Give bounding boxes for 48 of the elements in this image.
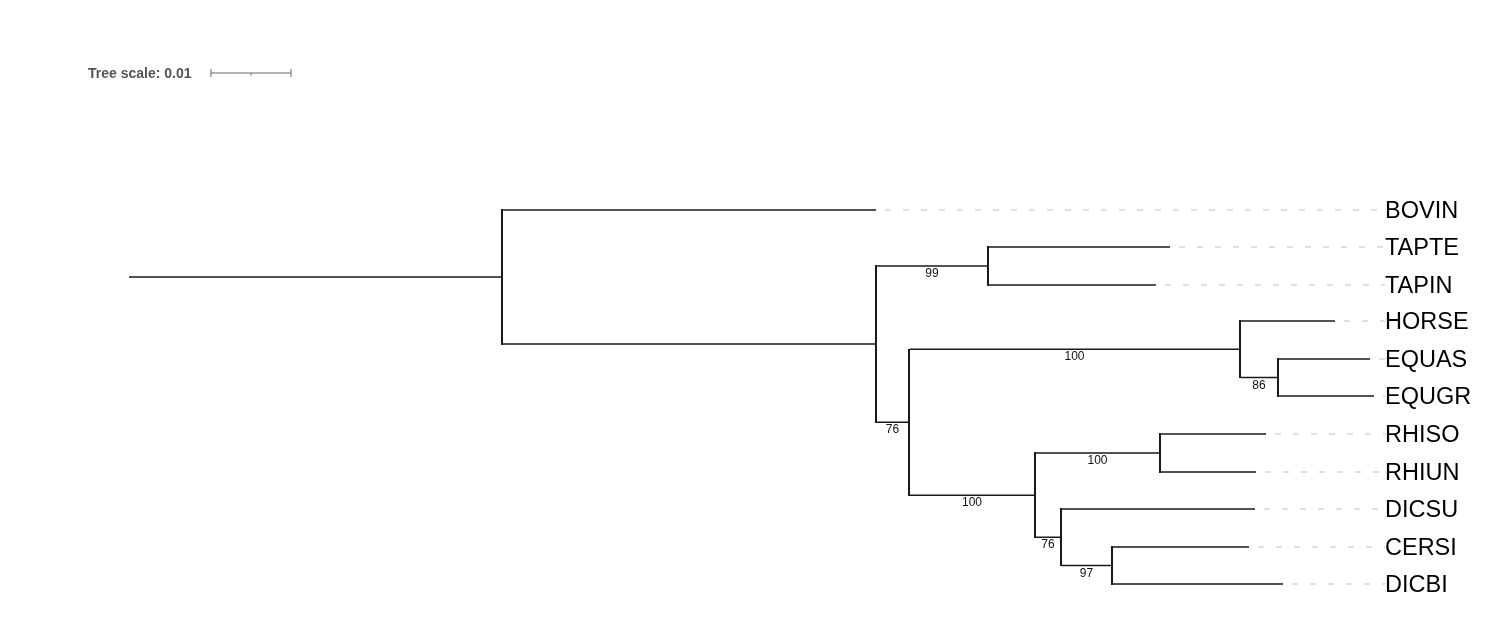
- bootstrap-value: 76: [1041, 538, 1055, 552]
- clade-line: [1060, 508, 1062, 567]
- tree-branch: [128, 276, 502, 278]
- clade-line: [908, 348, 910, 496]
- tree-branch: [1112, 546, 1386, 548]
- tree-branch: [1160, 433, 1386, 435]
- tree-branch: [1278, 358, 1386, 360]
- bootstrap-value: 86: [1252, 378, 1266, 392]
- tree-branch: [1240, 376, 1278, 379]
- clade-line: [501, 209, 503, 345]
- bootstrap-value: 76: [885, 423, 900, 437]
- taxon-label: DICSU: [1385, 496, 1459, 522]
- taxon-label: RHISO: [1385, 421, 1460, 447]
- tree-branch: [502, 343, 876, 345]
- bootstrap-value: 97: [1079, 566, 1094, 580]
- tree-branch: [1278, 395, 1386, 397]
- taxon-label: TAPTE: [1385, 234, 1459, 260]
- taxon-label: BOVIN: [1385, 197, 1459, 223]
- taxon-label: EQUAS: [1385, 346, 1468, 372]
- taxon-label: HORSE: [1385, 308, 1469, 334]
- tree-branch: [876, 421, 909, 423]
- clade-line: [1111, 546, 1113, 585]
- tree-branch: [988, 246, 1386, 248]
- clade-line: [875, 265, 877, 423]
- tree-branch: [1035, 536, 1061, 538]
- bootstrap-value: 99: [925, 267, 939, 280]
- tree-branch: [1112, 583, 1386, 585]
- clade-line: [987, 246, 989, 286]
- taxon-label: RHIUN: [1385, 459, 1460, 485]
- tree-branch: [909, 348, 1240, 350]
- tree-branch: [1240, 320, 1386, 322]
- clade-line: [1159, 433, 1161, 473]
- bootstrap-value: 100: [1087, 454, 1108, 467]
- taxon-label: DICBI: [1385, 571, 1448, 597]
- bootstrap-value: 100: [962, 496, 982, 510]
- clade-line: [1277, 358, 1279, 397]
- bootstrap-value: 100: [1064, 350, 1085, 364]
- tree-branch: [1061, 564, 1112, 567]
- taxon-label: CERSI: [1385, 534, 1457, 560]
- taxon-label: EQUGR: [1385, 383, 1472, 409]
- tree-branch: [876, 265, 988, 267]
- tree-branch: [988, 284, 1386, 286]
- taxon-label: TAPIN: [1385, 272, 1453, 298]
- clade-line: [1239, 320, 1241, 379]
- tree-branch: [1035, 452, 1160, 454]
- scale-label: Tree scale: 0.01: [88, 65, 192, 81]
- clade-line: [1034, 452, 1036, 538]
- tree-branch: [909, 494, 1035, 496]
